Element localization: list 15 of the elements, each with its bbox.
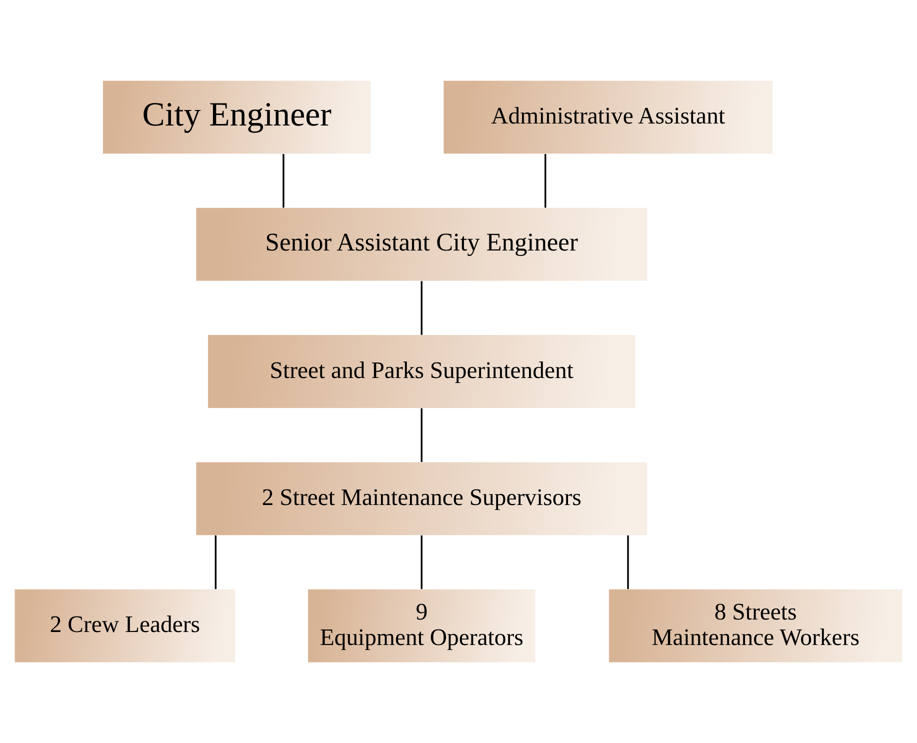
node-box: 8 Streets Maintenance Workers — [608, 589, 902, 662]
node-box: 9 Equipment Operators — [308, 589, 536, 662]
node-box: Senior Assistant City Engineer — [196, 208, 648, 281]
connector — [420, 408, 422, 462]
node-box: City Engineer — [102, 80, 371, 154]
node-box: 2 Street Maintenance Supervisors — [196, 462, 648, 536]
node-box: Administrative Assistant — [444, 80, 773, 154]
connector — [420, 535, 422, 590]
node-box: 2 Crew Leaders — [14, 589, 236, 662]
connector — [214, 535, 217, 590]
node-box: Street and Parks Superintendent — [208, 335, 636, 408]
connector — [420, 281, 422, 335]
connector — [544, 154, 546, 208]
connector — [627, 535, 629, 590]
connector — [282, 154, 284, 208]
